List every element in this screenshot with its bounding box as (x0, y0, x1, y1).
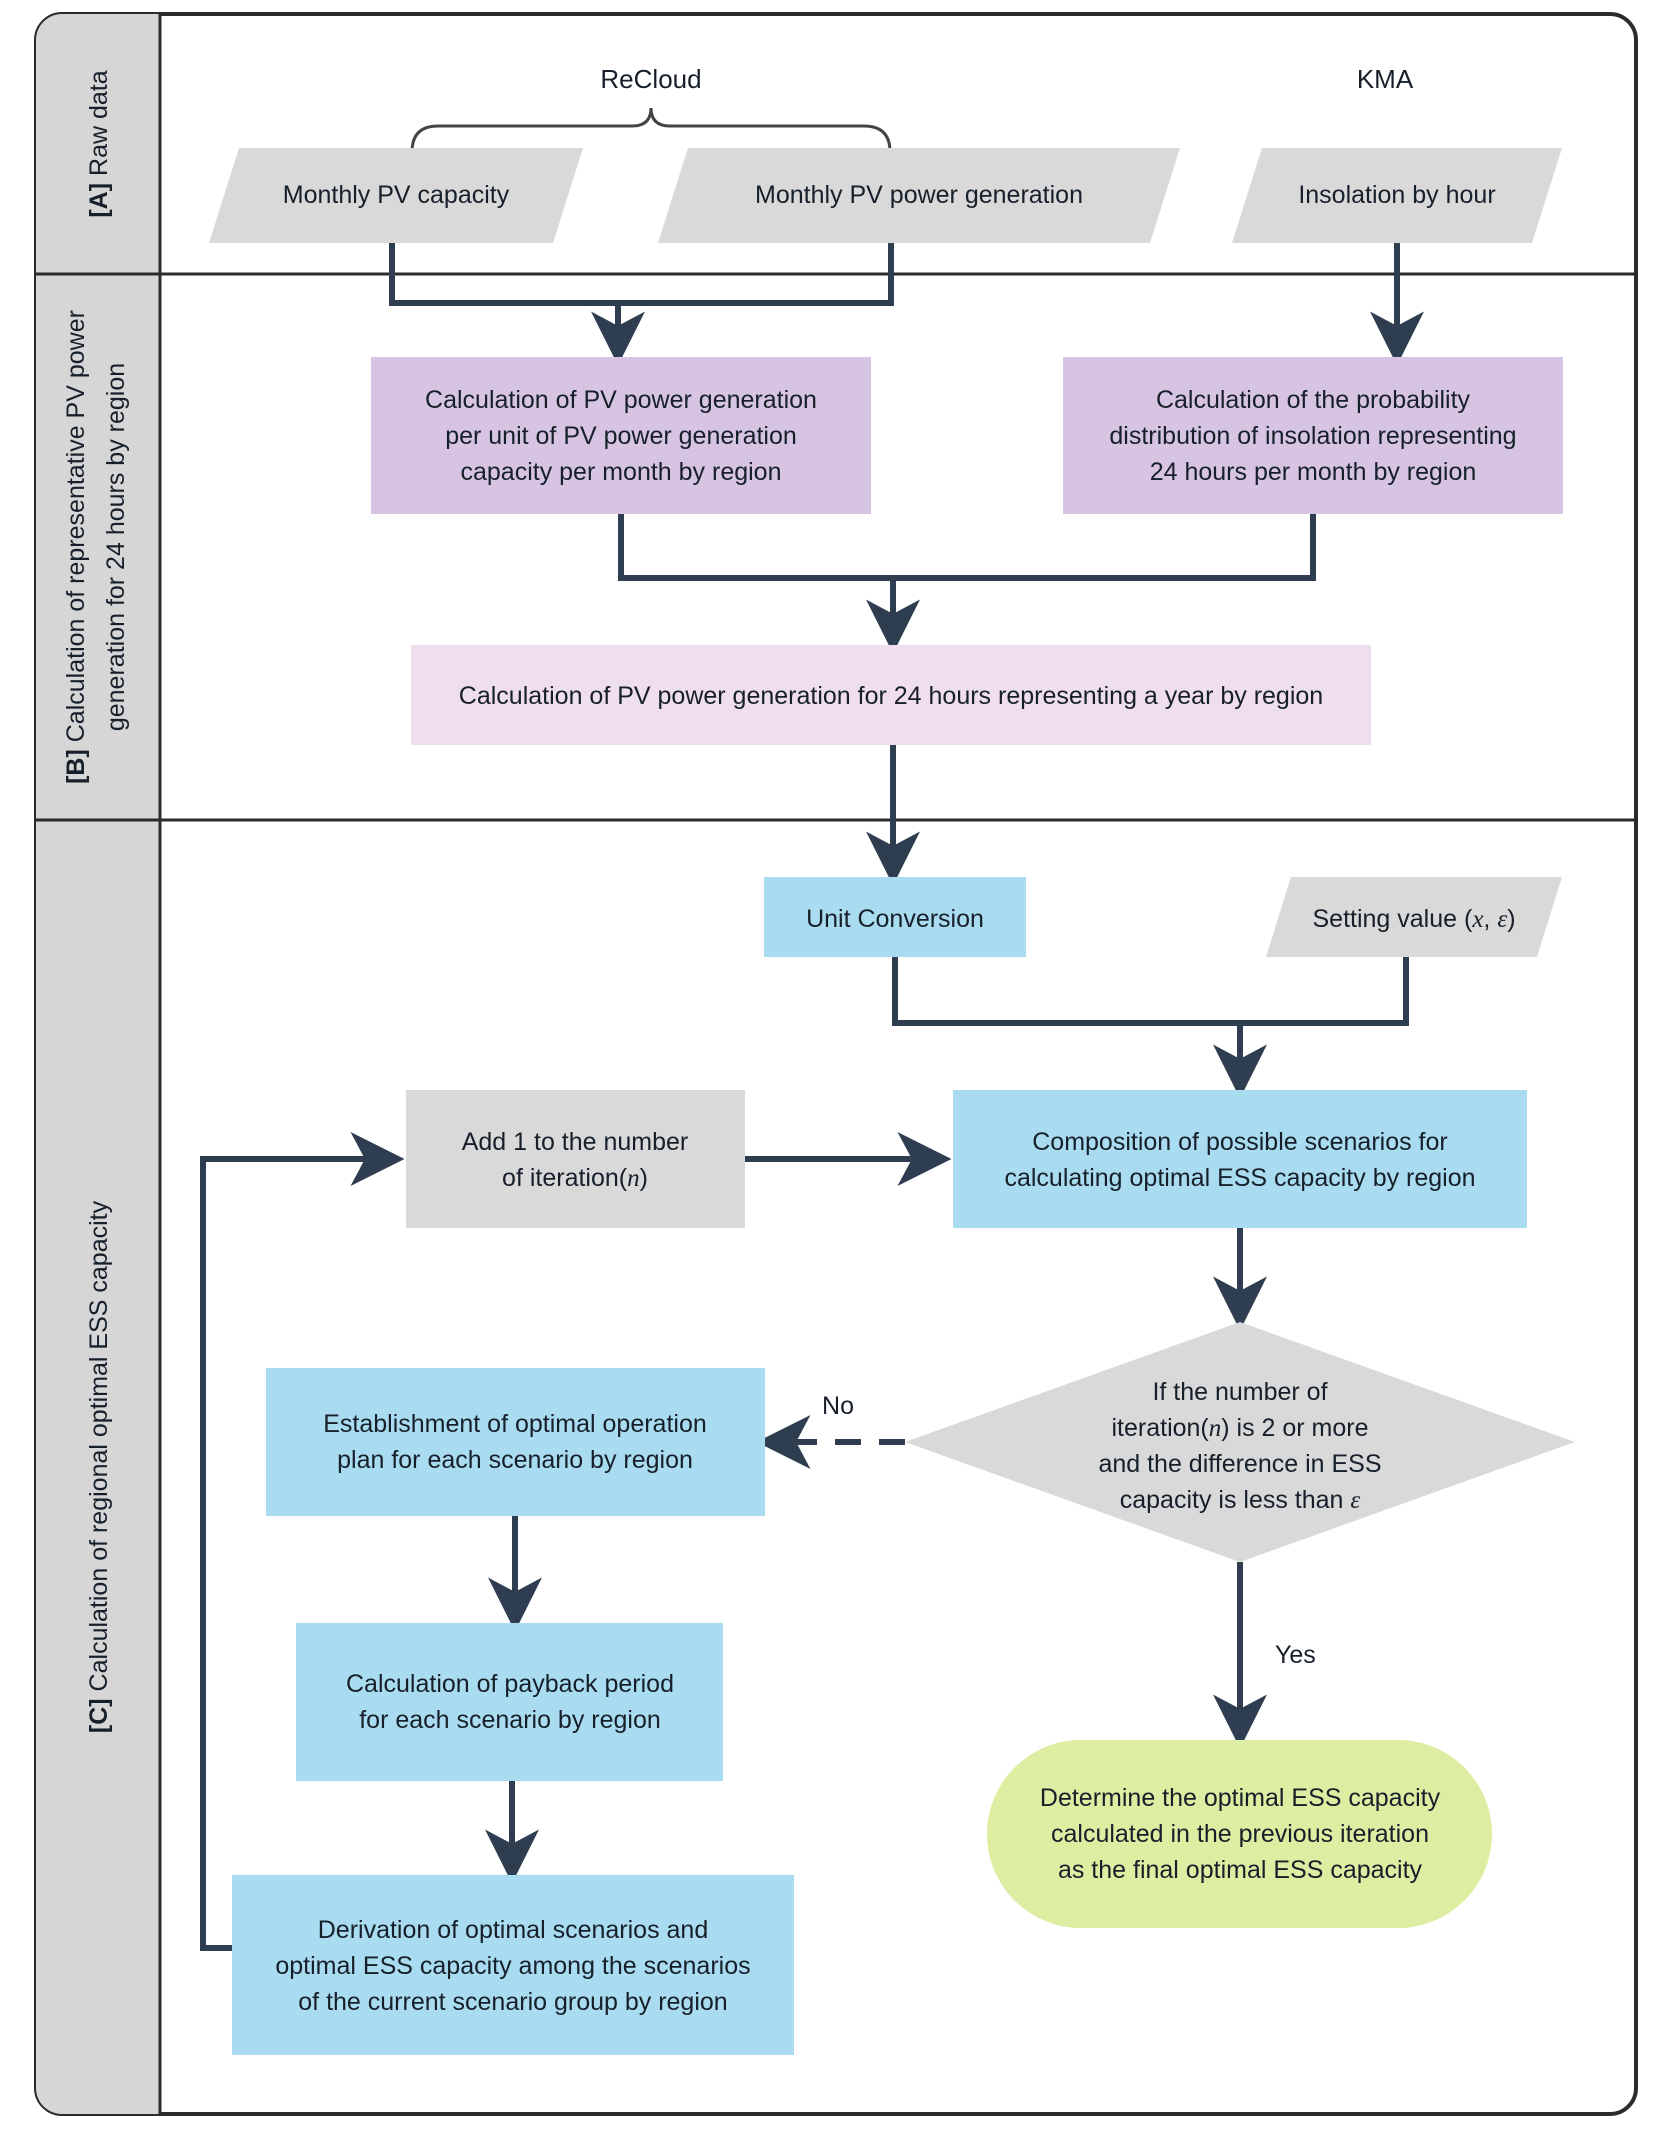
connector-purple-merge (618, 514, 1316, 581)
node-payback-period-line-2: for each scenario by region (359, 1706, 661, 1734)
node-unit-conversion-label: Unit Conversion (806, 905, 984, 933)
node-payback-period-line-1: Calculation of payback period (346, 1670, 674, 1698)
node-monthly-pv-capacity-label: Monthly PV capacity (283, 181, 510, 209)
node-calc-pv-per-unit-line-1: Calculation of PV power generation (425, 386, 817, 414)
node-decision-line-1: If the number of (1152, 1378, 1327, 1406)
band-c-tag: [C] (85, 1698, 113, 1733)
brace-recloud (410, 107, 892, 153)
node-establish-plan[interactable]: Establishment of optimal operation plan … (266, 1368, 765, 1516)
source-label-recloud: ReCloud (600, 64, 701, 94)
band-a-title: Raw data (85, 70, 113, 176)
node-decision-line-2: iteration(n) is 2 or more (1111, 1414, 1368, 1442)
band-label-b: [B] Calculation of representative PV pow… (62, 310, 130, 784)
svg-text:[C] Calculation of regional op: [C] Calculation of regional optimal ESS … (85, 1200, 113, 1733)
band-column (36, 14, 160, 2114)
band-b-title-line2: generation for 24 hours by region (102, 363, 130, 731)
node-unit-conversion[interactable]: Unit Conversion (764, 877, 1026, 957)
node-insolation-by-hour-label: Insolation by hour (1298, 181, 1495, 209)
edge-label-no: No (822, 1392, 854, 1420)
node-calc-prob-dist-line-1: Calculation of the probability (1156, 386, 1471, 414)
node-calc-pv-per-unit-line-3: capacity per month by region (460, 458, 781, 486)
node-final-result-line-2: calculated in the previous iteration (1051, 1820, 1429, 1848)
node-final-result-line-3: as the final optimal ESS capacity (1058, 1856, 1423, 1884)
node-derivation-optimal-line-3: of the current scenario group by region (298, 1988, 727, 2016)
node-final-result[interactable]: Determine the optimal ESS capacity calcu… (987, 1740, 1492, 1928)
band-label-c: [C] Calculation of regional optimal ESS … (85, 1200, 113, 1733)
node-add-iteration-line-1: Add 1 to the number (462, 1128, 689, 1156)
node-establish-plan-line-2: plan for each scenario by region (337, 1446, 693, 1474)
node-calc-pv-per-unit[interactable]: Calculation of PV power generation per u… (371, 357, 871, 514)
node-monthly-pv-generation-label: Monthly PV power generation (755, 181, 1083, 209)
node-monthly-pv-generation[interactable]: Monthly PV power generation (658, 148, 1180, 243)
node-monthly-pv-capacity[interactable]: Monthly PV capacity (209, 148, 583, 243)
node-final-result-line-1: Determine the optimal ESS capacity (1040, 1784, 1441, 1812)
connector-unitconv-setting-merge (892, 957, 1409, 1026)
edge-label-yes: Yes (1275, 1641, 1316, 1669)
node-decision[interactable]: If the number of iteration(n) is 2 or mo… (905, 1322, 1575, 1562)
node-calc-prob-dist[interactable]: Calculation of the probability distribut… (1063, 357, 1563, 514)
band-c-title: Calculation of regional optimal ESS capa… (85, 1200, 113, 1691)
node-derivation-optimal[interactable]: Derivation of optimal scenarios and opti… (232, 1875, 794, 2055)
node-payback-period[interactable]: Calculation of payback period for each s… (296, 1623, 723, 1781)
node-setting-value-label: Setting value (x, ε) (1312, 905, 1515, 933)
node-establish-plan-line-1: Establishment of optimal operation (323, 1410, 707, 1438)
node-calc-pv-24h-year[interactable]: Calculation of PV power generation for 2… (411, 645, 1371, 745)
node-derivation-optimal-line-1: Derivation of optimal scenarios and (318, 1916, 708, 1944)
node-calc-prob-dist-line-2: distribution of insolation representing (1109, 422, 1516, 450)
svg-text:[A] Raw data: [A] Raw data (85, 70, 113, 217)
node-decision-line-4: capacity is less than ε (1120, 1486, 1361, 1514)
node-add-iteration[interactable]: Add 1 to the number of iteration(n) (406, 1090, 745, 1228)
source-label-kma: KMA (1357, 64, 1414, 94)
band-b-tag: [B] (62, 749, 90, 784)
node-calc-pv-per-unit-line-2: per unit of PV power generation (445, 422, 797, 450)
node-add-iteration-line-2: of iteration(n) (502, 1164, 648, 1192)
band-label-a: [A] Raw data (85, 70, 113, 217)
band-a-tag: [A] (85, 183, 113, 218)
node-composition-scenarios-line-1: Composition of possible scenarios for (1032, 1128, 1447, 1156)
node-setting-value[interactable]: Setting value (x, ε) (1266, 877, 1562, 957)
node-composition-scenarios-line-2: calculating optimal ESS capacity by regi… (1004, 1164, 1475, 1192)
node-calc-pv-24h-year-label: Calculation of PV power generation for 2… (459, 682, 1323, 710)
node-derivation-optimal-line-2: optimal ESS capacity among the scenarios (275, 1952, 750, 1980)
band-b-title: Calculation of representative PV power (62, 310, 90, 742)
node-composition-scenarios[interactable]: Composition of possible scenarios for ca… (953, 1090, 1527, 1228)
connector-derivation-loopback (200, 1132, 405, 1951)
node-decision-line-3: and the difference in ESS (1098, 1450, 1381, 1478)
connector-sources-merge (389, 243, 894, 306)
svg-text:[B] Calculation of representat: [B] Calculation of representative PV pow… (62, 310, 90, 784)
node-insolation-by-hour[interactable]: Insolation by hour (1232, 148, 1562, 243)
node-calc-prob-dist-line-3: 24 hours per month by region (1150, 458, 1477, 486)
